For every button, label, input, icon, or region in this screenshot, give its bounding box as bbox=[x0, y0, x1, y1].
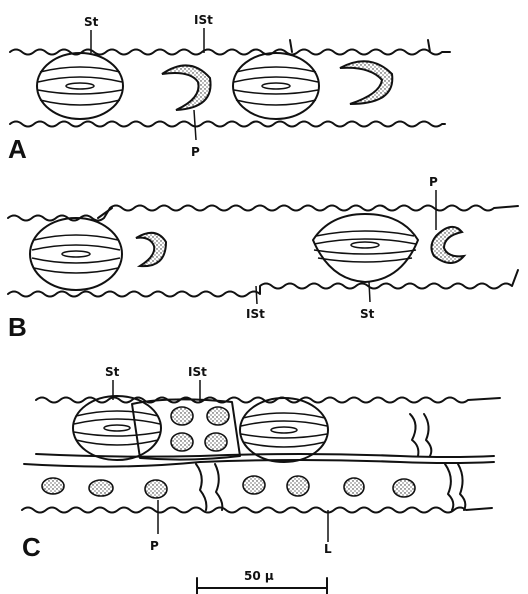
cell-wall-bottom-a bbox=[10, 122, 445, 127]
panel-b: P ISt St B bbox=[8, 175, 518, 342]
label-st-b: St bbox=[360, 307, 375, 321]
panel-c: St ISt P L C bbox=[22, 365, 500, 562]
papilla-a-1 bbox=[162, 65, 211, 110]
panel-letter-a: A bbox=[8, 134, 27, 164]
panel-a: St ISt P A bbox=[8, 13, 450, 164]
stoma-c-1 bbox=[73, 396, 161, 460]
cell-wall-bottom-b bbox=[8, 270, 518, 297]
papilla-b-1 bbox=[136, 233, 166, 266]
label-p-b: P bbox=[429, 175, 438, 189]
panel-letter-b: B bbox=[8, 312, 27, 342]
cell-wall-middle-c bbox=[24, 460, 494, 467]
stoma-a-1 bbox=[37, 53, 123, 119]
cell-wall-bottom-c bbox=[22, 508, 492, 513]
stoma-b-1 bbox=[30, 218, 122, 290]
papilla-a-2 bbox=[340, 61, 392, 104]
label-l-c: L bbox=[324, 542, 332, 556]
scale-bar: 50 µ bbox=[197, 569, 327, 594]
label-p-a: P bbox=[191, 145, 200, 159]
stoma-c-2 bbox=[240, 398, 328, 462]
stoma-b-2 bbox=[313, 214, 418, 282]
label-st-c: St bbox=[105, 365, 120, 379]
label-ist-a: ISt bbox=[194, 13, 213, 27]
scale-bar-label: 50 µ bbox=[244, 569, 274, 583]
stoma-a-2 bbox=[233, 53, 319, 119]
label-p-c: P bbox=[150, 539, 159, 553]
panel-letter-c: C bbox=[22, 532, 41, 562]
label-ist-b: ISt bbox=[246, 307, 265, 321]
label-st-a: St bbox=[84, 15, 99, 29]
papilla-b-2 bbox=[431, 227, 464, 263]
label-ist-c: ISt bbox=[188, 365, 207, 379]
